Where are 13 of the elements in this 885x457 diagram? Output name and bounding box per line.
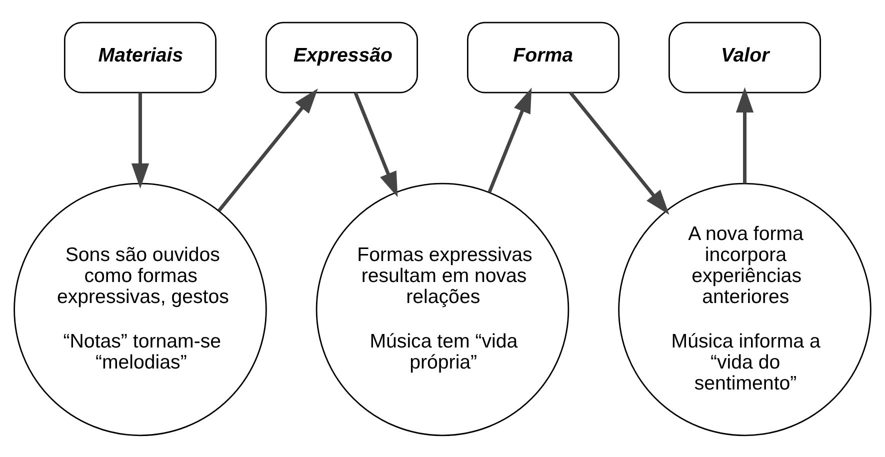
node-box: Materiais [64,21,216,93]
arrow [131,92,150,188]
arrow [569,90,670,214]
arrow [354,91,398,197]
arrow [736,86,754,183]
node-box: Expressão [265,21,418,93]
node-circle: Formas expressivas resultam em novas relações Música tem “vida própria” [316,182,570,436]
node-box: Valor [668,21,822,93]
arrow [488,87,532,192]
node-circle: Sons são ouvidos como formas expressivas, gestos “Notas” tornam-se “melodias” [14,182,267,436]
node-box: Forma [467,21,620,93]
arrow [218,88,318,212]
node-circle: A nova forma incorpora experiências anteriores Música informa a “vida do sentimento” [618,182,872,436]
